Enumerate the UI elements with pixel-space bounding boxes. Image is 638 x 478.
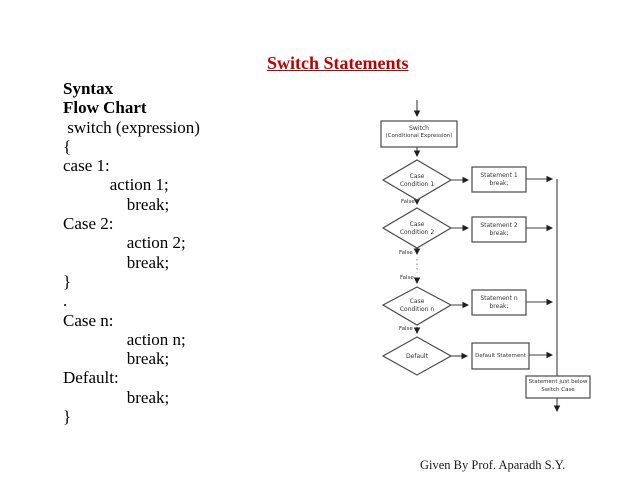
stmtn-box-shape bbox=[471, 289, 527, 316]
belowbox-line2: Switch Case bbox=[541, 386, 575, 393]
stmt2-line2: break; bbox=[489, 229, 509, 237]
casen-diamond-shape bbox=[381, 286, 453, 326]
stmtn-label: Statement n break; bbox=[472, 295, 526, 310]
case2-line2: Condition 2 bbox=[399, 228, 435, 236]
belowbox-label: Statement just below Switch Case bbox=[526, 379, 590, 394]
syntax-line: action 2; bbox=[63, 233, 186, 253]
stmt1-line2: break; bbox=[489, 179, 509, 187]
defaultbox-shape bbox=[471, 342, 530, 370]
switch-box-label: Switch (Conditional Expression) bbox=[381, 125, 457, 140]
syntax-line: Default: bbox=[63, 368, 119, 388]
case1-diamond-shape bbox=[381, 159, 453, 201]
stmt2-line1: Statement 2 bbox=[480, 222, 518, 229]
syntax-line: Flow Chart bbox=[63, 98, 147, 118]
stmtn-line1: Statement n bbox=[480, 295, 518, 302]
footer-credit: Given By Prof. Aparadh S.Y. bbox=[420, 458, 566, 472]
stmt2-box-shape bbox=[471, 216, 527, 243]
switch-box-line1: Switch bbox=[409, 125, 429, 132]
syntax-line: Syntax bbox=[63, 79, 114, 98]
page-title: Switch Statements bbox=[267, 53, 409, 73]
flow-nodes bbox=[380, 120, 591, 399]
false-label-3: False bbox=[400, 275, 414, 281]
syntax-line: { bbox=[63, 136, 72, 156]
syntax-line: Case n: bbox=[63, 310, 114, 330]
stmt1-label: Statement 1 break; bbox=[472, 172, 526, 187]
stmt2-label: Statement 2 break; bbox=[472, 222, 526, 237]
syntax-line: switch (expression) bbox=[63, 117, 200, 137]
syntax-line: } bbox=[63, 407, 72, 427]
case1-label: Case Condition 1 bbox=[383, 173, 451, 188]
syntax-line: case 1: bbox=[63, 156, 110, 176]
stmt1-line1: Statement 1 bbox=[480, 172, 518, 179]
false-label-4: False bbox=[399, 326, 413, 332]
casen-line2: Condition n bbox=[399, 305, 435, 313]
default-diamond-shape bbox=[381, 336, 453, 376]
syntax-line: break; bbox=[63, 349, 170, 369]
stmtn-line2: break; bbox=[489, 302, 509, 310]
false-label-2: False bbox=[399, 250, 413, 256]
syntax-line: break; bbox=[63, 194, 170, 214]
flow-connectors bbox=[413, 100, 561, 412]
case2-diamond-shape bbox=[381, 207, 453, 249]
default-diamond-label: Default bbox=[383, 353, 451, 361]
belowbox-line1: Statement just below bbox=[528, 379, 588, 385]
defaultbox-line1: Default Statement bbox=[475, 353, 526, 359]
syntax-line: break; bbox=[63, 387, 170, 407]
syntax-line: action n; bbox=[63, 329, 186, 349]
default-diamond-line1: Default bbox=[406, 353, 428, 360]
defaultbox-label: Default Statement bbox=[472, 353, 529, 361]
case1-line2: Condition 1 bbox=[399, 180, 435, 188]
switch-box-line2: (Conditional Expression) bbox=[385, 132, 453, 139]
syntax-line: . bbox=[63, 291, 68, 311]
case1-line1: Case bbox=[409, 173, 425, 180]
belowbox-shape bbox=[525, 375, 591, 399]
syntax-line: Case 2: bbox=[63, 214, 114, 234]
syntax-line: break; bbox=[63, 252, 170, 272]
switch-box-shape bbox=[380, 120, 458, 148]
casen-label: Case Condition n bbox=[383, 298, 451, 313]
case2-line1: Case bbox=[409, 221, 425, 228]
syntax-line: } bbox=[63, 271, 72, 291]
false-label-1: False bbox=[401, 199, 415, 205]
stmt1-box-shape bbox=[471, 166, 527, 193]
case2-label: Case Condition 2 bbox=[383, 221, 451, 236]
syntax-line: action 1; bbox=[63, 175, 169, 195]
casen-line1: Case bbox=[409, 298, 425, 305]
